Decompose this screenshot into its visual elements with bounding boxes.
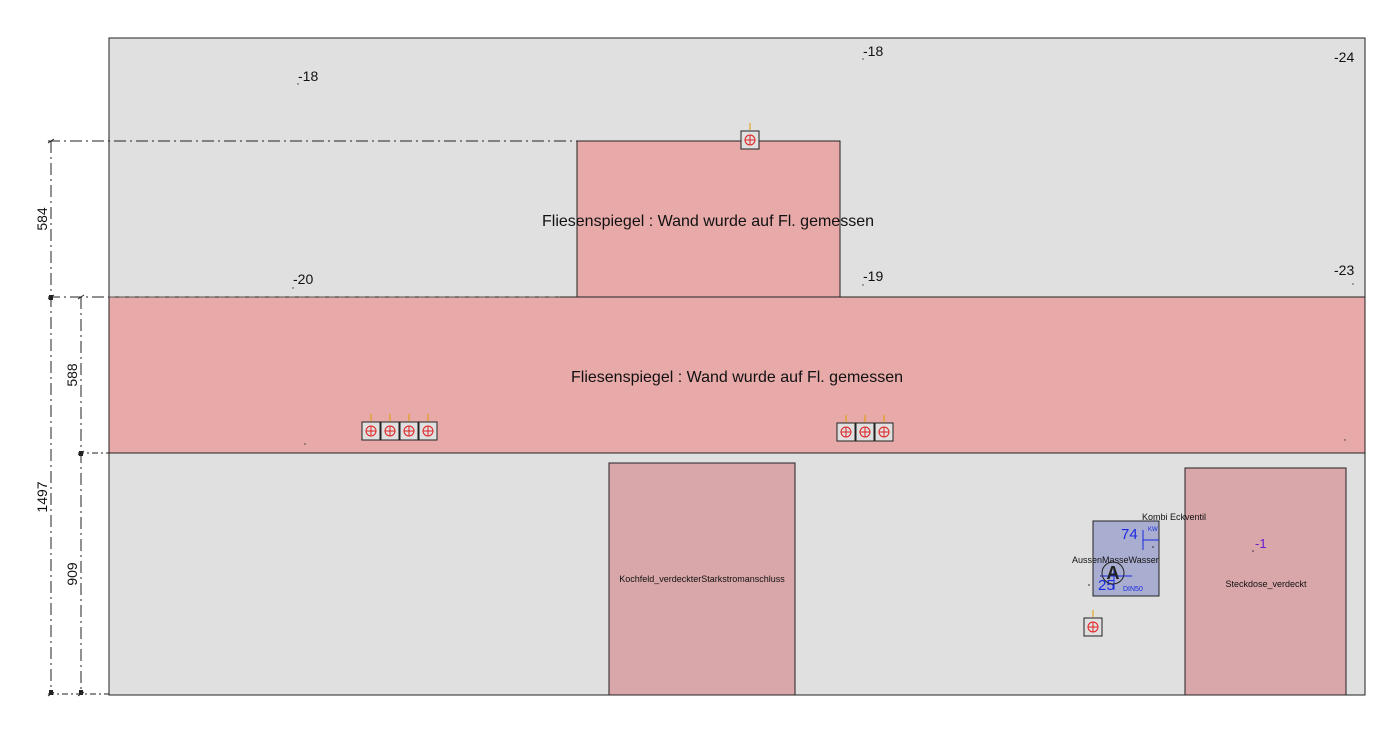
dimension-label: 588 — [64, 363, 80, 387]
fixture-point — [1088, 584, 1090, 586]
elevation-label: -20 — [293, 271, 313, 287]
fixture-box[interactable] — [1092, 520, 1160, 597]
dimension-endpoints — [49, 295, 83, 695]
fixture-point — [1152, 546, 1154, 548]
fixture-value-bottom: 25 — [1098, 577, 1115, 594]
dimension-label: 584 — [34, 207, 50, 231]
fixture-tag-din: DIN50 — [1123, 586, 1143, 593]
dimension-label: 909 — [64, 562, 80, 586]
tile-band-label: Fliesenspiegel : Wand wurde auf Fl. geme… — [571, 369, 903, 386]
elevation-dots — [292, 58, 1354, 445]
tile-band[interactable] — [108, 296, 1366, 454]
kombi-eckventil-label: Kombi Eckventil — [1142, 512, 1206, 522]
aussen-masse-wasser-label: AussenMasseWasser — [1072, 555, 1159, 565]
tile-mirror-upper[interactable] — [576, 140, 841, 298]
kochfeld-region[interactable] — [608, 462, 796, 696]
steckdose-region[interactable] — [1184, 467, 1347, 696]
dimension-label: 1497 — [34, 481, 50, 512]
tile-mirror-upper-label: Fliesenspiegel : Wand wurde auf Fl. geme… — [542, 213, 874, 230]
steckdose-label: Steckdose_verdeckt — [1225, 579, 1307, 589]
kochfeld-label: Kochfeld_verdeckterStarkstromanschluss — [619, 574, 785, 584]
elevation-label: -23 — [1334, 262, 1354, 278]
elevation-label: -18 — [863, 43, 883, 59]
fixture-tag-kw: KW — [1148, 527, 1158, 533]
steckdose-value: -1 — [1255, 536, 1267, 551]
elevation-label: -19 — [863, 268, 883, 284]
fixture-marker-ring — [1101, 561, 1125, 585]
elevation-label: -24 — [1334, 49, 1354, 65]
water-fixture[interactable]: Kombi Eckventil AussenMasseWasser 74 KW … — [1072, 512, 1206, 597]
steckdose-point — [1252, 550, 1254, 552]
elevation-label: -18 — [298, 68, 318, 84]
dimension-chain — [47, 138, 577, 697]
fixture-marker-letter: A — [1107, 563, 1120, 583]
fixture-value-top: 74 — [1121, 526, 1138, 543]
